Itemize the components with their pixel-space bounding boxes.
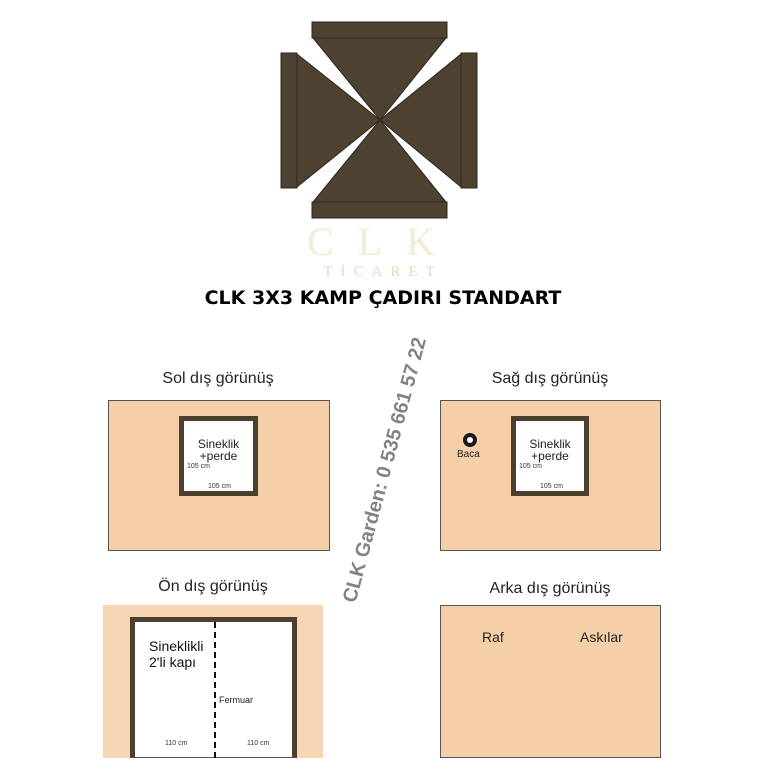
- zipper-label: Fermuar: [219, 695, 254, 705]
- right-window: Sineklik +perde 105 cm 105 cm: [511, 416, 589, 496]
- page-title: CLK 3X3 KAMP ÇADIRI STANDART: [204, 287, 562, 309]
- door-label-1: Sineklikli: [149, 638, 204, 654]
- right-wall-strip: [460, 52, 478, 189]
- top-wall-strip: [311, 21, 448, 39]
- tent-top-view-icon: [280, 21, 478, 219]
- watermark-text: CLK Garden: 0 535 661 57 22: [338, 335, 432, 605]
- right-roof-panel: [379, 52, 462, 189]
- back-view-label: Arka dış görünüş: [489, 580, 611, 597]
- left-door-width: 110 cm: [165, 740, 188, 747]
- right-door-width: 110 cm: [247, 740, 270, 747]
- left-roof-panel: [296, 52, 381, 189]
- window-label-1: Sineklik: [197, 437, 240, 451]
- door-label-2: 2'li kapı: [149, 654, 197, 670]
- door-frame: Sineklikli 2'li kapı Fermuar 110 cm 110 …: [130, 617, 297, 758]
- window-label-2: +perde: [531, 449, 569, 463]
- left-window: Sineklik +perde 105 cm 105 cm: [179, 416, 258, 496]
- left-view-panel: Sineklik +perde 105 cm 105 cm: [108, 400, 330, 551]
- window-label-2: +perde: [199, 449, 238, 463]
- watermark-logo: CLK: [307, 219, 459, 264]
- right-view-panel: Baca Sineklik +perde 105 cm 105 cm: [440, 400, 661, 551]
- hangers-label: Askılar: [580, 629, 623, 645]
- bottom-roof-panel: [311, 119, 448, 203]
- window-height: 105 cm: [519, 463, 542, 470]
- window-width: 105 cm: [208, 483, 231, 490]
- back-view-panel: Raf Askılar: [440, 605, 661, 758]
- front-view-label: Ön dış görünüş: [158, 578, 268, 595]
- window-width: 105 cm: [540, 483, 563, 490]
- chimney-icon: [463, 433, 477, 447]
- front-view-panel: Sineklikli 2'li kapı Fermuar 110 cm 110 …: [103, 605, 323, 758]
- window-label-1: Sineklik: [529, 437, 571, 451]
- right-view-label: Sağ dış görünüş: [491, 370, 609, 387]
- left-wall-strip: [280, 52, 298, 189]
- bottom-wall-strip: [311, 201, 448, 219]
- watermark-logo-sub: TİCARET: [323, 264, 443, 280]
- chimney-label: Baca: [457, 449, 480, 460]
- top-roof-panel: [311, 37, 448, 121]
- left-view-label: Sol dış görünüş: [162, 370, 274, 387]
- zipper-line: [214, 622, 216, 758]
- shelf-label: Raf: [482, 629, 504, 645]
- window-height: 105 cm: [187, 463, 210, 470]
